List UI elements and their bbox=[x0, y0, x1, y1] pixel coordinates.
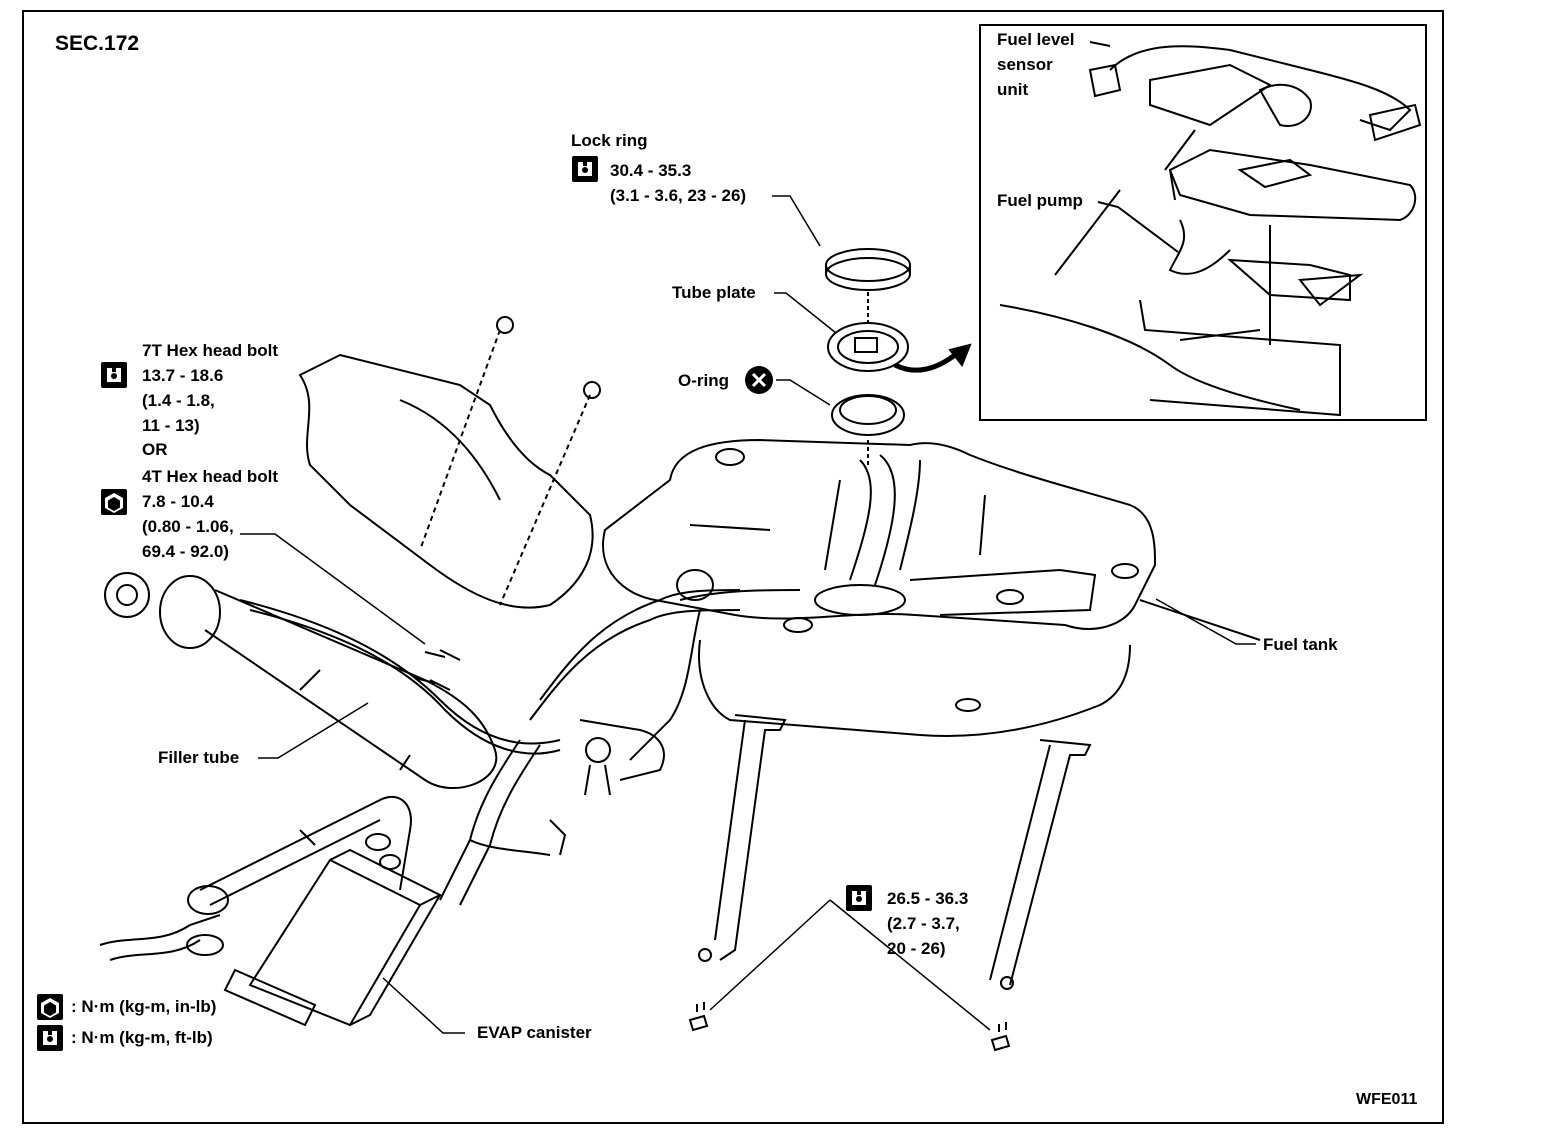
legend-in-lb: : N·m (kg-m, in-lb) bbox=[71, 997, 217, 1016]
fuel-tank-label: Fuel tank bbox=[1263, 635, 1338, 654]
lock-ring-label: Lock ring bbox=[571, 131, 648, 150]
evap-canister bbox=[99, 795, 443, 1027]
strap-torque-line3: 20 - 26) bbox=[887, 939, 946, 958]
lock-ring bbox=[825, 248, 911, 322]
fuel-tank bbox=[602, 438, 1261, 737]
tube-plate-label: Tube plate bbox=[672, 283, 756, 302]
torque-in-lb-icon bbox=[101, 489, 127, 515]
figure-code: WFE011 bbox=[1356, 1091, 1418, 1108]
torque-ft-lb-icon bbox=[572, 156, 598, 182]
o-ring-label: O-ring bbox=[678, 371, 729, 390]
torque-in-lb-icon bbox=[37, 994, 63, 1020]
hex4t-torque-line3: 69.4 - 92.0) bbox=[142, 542, 229, 561]
hex7t-torque-line3: 11 - 13) bbox=[142, 416, 200, 435]
lock-ring-torque-line1: 30.4 - 35.3 bbox=[610, 161, 692, 180]
filler-tube bbox=[104, 572, 561, 789]
hex7t-torque-line1: 13.7 - 18.6 bbox=[142, 366, 224, 385]
hex4t-torque-line2: (0.80 - 1.06, bbox=[142, 517, 234, 536]
fuel-level-sensor-label-line2: sensor bbox=[997, 55, 1053, 74]
outer-frame bbox=[22, 10, 1444, 1124]
torque-ft-lb-icon bbox=[846, 885, 872, 911]
torque-ft-lb-icon bbox=[101, 362, 127, 388]
strap-torque-line2: (2.7 - 3.7, bbox=[887, 914, 960, 933]
strap-torque-line1: 26.5 - 36.3 bbox=[887, 889, 969, 908]
hex4t-label: 4T Hex head bolt bbox=[142, 467, 279, 486]
pump-inset bbox=[979, 24, 1427, 421]
tube-plate bbox=[827, 322, 972, 373]
heat-shield bbox=[298, 316, 601, 609]
hex4t-torque-line1: 7.8 - 10.4 bbox=[142, 492, 214, 511]
tank-straps bbox=[698, 714, 1092, 990]
section-label: SEC.172 bbox=[55, 32, 140, 55]
fuel-level-sensor-label-line1: Fuel level bbox=[997, 30, 1075, 49]
torque-ft-lb-icon bbox=[37, 1025, 63, 1051]
hex7t-torque-line2: (1.4 - 1.8, bbox=[142, 391, 215, 410]
leader-lines bbox=[240, 195, 1256, 1034]
legend-ft-lb: : N·m (kg-m, ft-lb) bbox=[71, 1028, 213, 1047]
evap-canister-label: EVAP canister bbox=[477, 1023, 592, 1042]
hex-or-label: OR bbox=[142, 440, 168, 459]
hex7t-label: 7T Hex head bolt bbox=[142, 341, 279, 360]
fuel-level-sensor-label-line3: unit bbox=[997, 80, 1029, 99]
x-circle-icon bbox=[744, 365, 774, 395]
hose-assembly bbox=[439, 569, 801, 906]
filler-tube-label: Filler tube bbox=[158, 748, 240, 767]
o-ring bbox=[831, 394, 905, 465]
lock-ring-torque-line2: (3.1 - 3.6, 23 - 26) bbox=[610, 186, 747, 205]
bolts bbox=[414, 651, 1011, 1052]
fuel-pump-label: Fuel pump bbox=[997, 191, 1083, 210]
